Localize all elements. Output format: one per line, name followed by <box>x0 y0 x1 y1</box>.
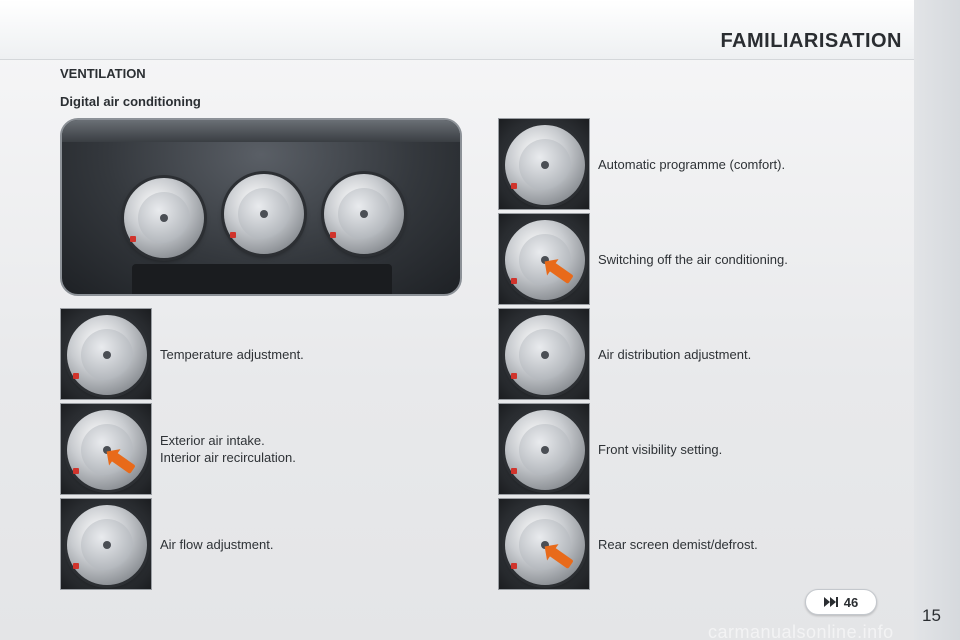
air-flow-knob-illustration <box>224 174 304 254</box>
air-flow-knob-thumbnail <box>60 498 152 590</box>
front-visibility-thumbnail <box>498 403 590 495</box>
panel-trim <box>62 120 460 142</box>
ac-off-label: Switching off the air conditioning. <box>598 252 788 267</box>
control-panel-illustration <box>60 118 462 296</box>
watermark: carmanualsonline.info <box>708 622 894 640</box>
automatic-programme-thumbnail <box>498 118 590 210</box>
air-distribution-thumbnail <box>498 308 590 400</box>
temperature-adjustment-label: Temperature adjustment. <box>160 347 304 362</box>
air-intake-knob-thumbnail <box>60 403 152 495</box>
temperature-knob-illustration <box>124 178 204 258</box>
section-title: VENTILATION <box>60 66 146 81</box>
front-visibility-label: Front visibility setting. <box>598 442 723 457</box>
automatic-programme-label: Automatic programme (comfort). <box>598 157 786 172</box>
rear-screen-thumbnail <box>498 498 590 590</box>
air-flow-adjustment-label: Air flow adjustment. <box>160 537 274 552</box>
temperature-knob-thumbnail <box>60 308 152 400</box>
fast-forward-icon <box>823 595 838 610</box>
page-reference-link[interactable]: 46 <box>805 589 877 615</box>
air-distribution-knob-illustration <box>324 174 404 254</box>
header-band <box>0 0 914 60</box>
page-number: 15 <box>922 606 941 625</box>
panel-lower-vent <box>132 264 392 294</box>
reference-page-number: 46 <box>843 594 859 610</box>
air-distribution-label: Air distribution adjustment. <box>598 347 752 362</box>
interior-air-recirculation-text: Interior air recirculation. <box>160 450 296 465</box>
air-intake-label: Exterior air intake. Interior air recirc… <box>160 432 296 466</box>
chapter-title: FAMILIARISATION <box>720 30 902 52</box>
rear-screen-label: Rear screen demist/defrost. <box>598 537 758 552</box>
exterior-air-intake-text: Exterior air intake. <box>160 433 265 448</box>
subsection-title: Digital air conditioning <box>60 94 201 109</box>
right-margin-strip <box>914 0 960 640</box>
ac-off-thumbnail <box>498 213 590 305</box>
